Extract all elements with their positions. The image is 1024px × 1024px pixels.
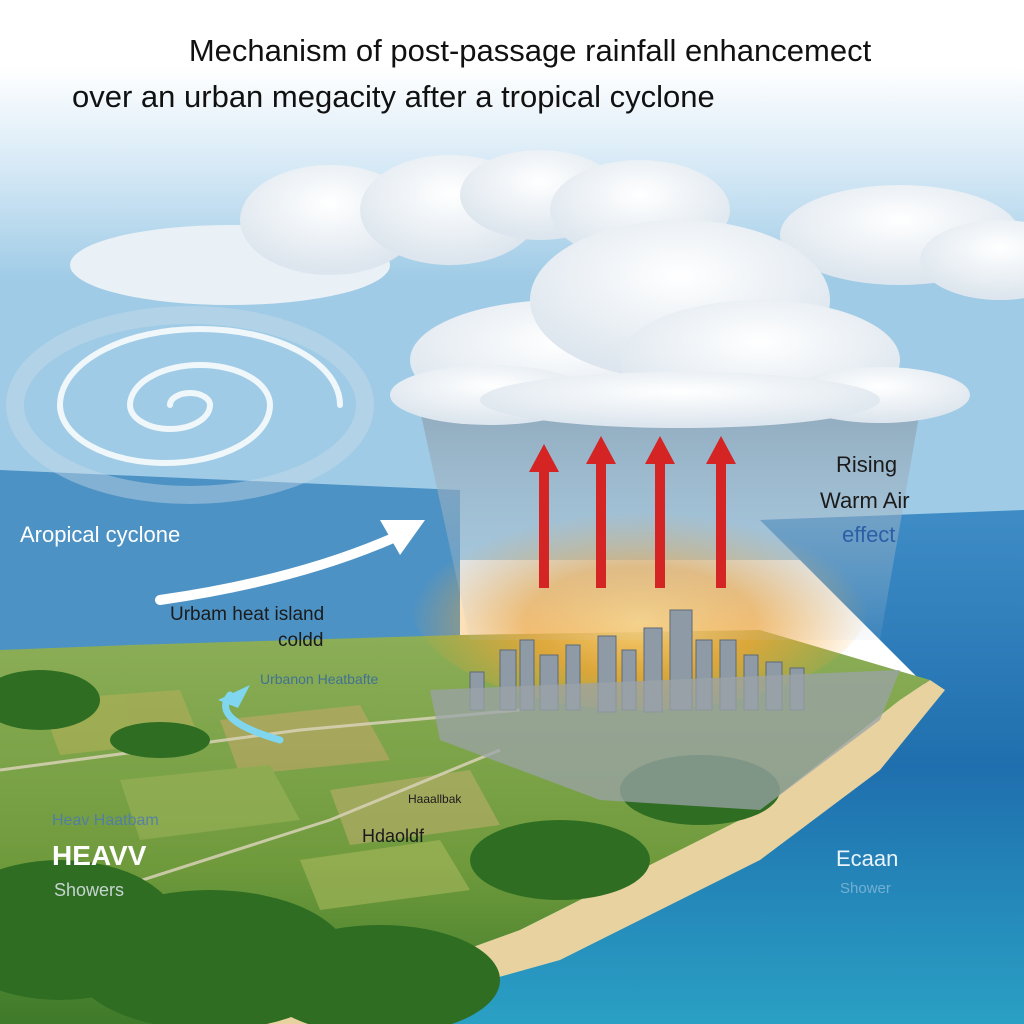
title-line-2: over an urban megacity after a tropical … (72, 79, 715, 114)
title-line-1: Mechanism of post-passage rainfall enhan… (188, 33, 872, 68)
label-warm-air: Warm Air (820, 488, 910, 513)
curved-arrow-icon (155, 520, 425, 605)
label-coldd: coldd (278, 630, 324, 651)
label-showers: Showers (54, 880, 125, 900)
label-rural-small: Haaallbak (408, 792, 462, 806)
label-urban-garbled: Urbanon Heatbafte (260, 671, 379, 687)
cumulonimbus-cloud (70, 150, 1024, 428)
label-ocean-faint: Shower (840, 880, 891, 897)
ocean (300, 510, 1024, 1024)
label-effect: effect (842, 522, 896, 547)
spiral-cyclone-icon (6, 306, 374, 504)
city-sprawl (430, 670, 900, 810)
label-hdaoldf: Hdaoldf (362, 826, 425, 846)
label-heavy: HEAVV (52, 840, 147, 871)
diagram-title: Mechanism of post-passage rainfall enhan… (0, 28, 1024, 120)
updraft-arrows (529, 436, 736, 588)
label-tropical-cyclone: Aropical cyclone (20, 522, 181, 547)
up-arrow-icon (645, 436, 675, 588)
label-rising: Rising (836, 452, 898, 477)
label-urban-heat-island: Urbam heat island (170, 604, 325, 625)
distant-sea (0, 470, 460, 660)
up-arrow-icon (586, 436, 616, 588)
label-heavy-sub: Heav Haatbam (52, 812, 159, 829)
field-patches (40, 690, 500, 910)
up-arrow-icon (706, 436, 736, 588)
label-ecaan: Ecaan (836, 846, 899, 871)
up-arrow-icon (529, 444, 559, 588)
forest (0, 670, 780, 1024)
cool-air-arrow (218, 685, 284, 744)
